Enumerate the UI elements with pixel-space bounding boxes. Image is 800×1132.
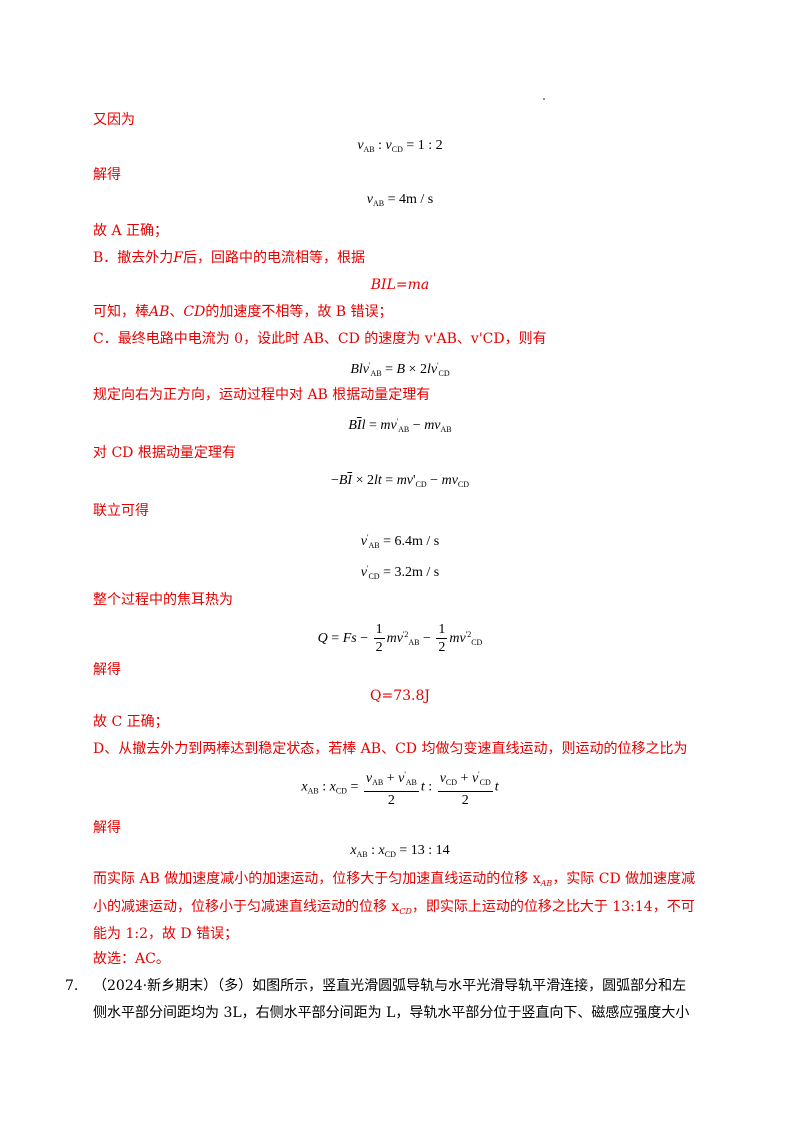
text-line: 故选：AC。 (93, 951, 170, 967)
result-q: Q=73.8J (370, 688, 430, 704)
question-text: （2024·新乡期末）（多）如图所示，竖直光滑圆弧导轨与水平光滑导轨平滑连接，圆… (93, 978, 687, 994)
equation-ratio-velocity: vAB : vCD = 1 : 2 (357, 138, 443, 154)
text-line: 联立可得 (93, 503, 149, 519)
text-line: 故 C 正确； (93, 714, 169, 730)
text-line: 而实际 AB 做加速度减小的加速运动，位移大于匀加速直线运动的位移 xAB，实际… (93, 871, 696, 888)
equation-momentum-cd: −BI × 2lt = mv'CD − mvCD (330, 473, 470, 489)
equation-momentum-ab: BIl = mv'AB − mvAB (348, 417, 452, 434)
text-line: 规定向右为正方向，运动过程中对 AB 根据动量定理有 (93, 387, 431, 403)
formula-bil: BIL=ma (370, 277, 430, 293)
text-line: 对 CD 根据动量定理有 (93, 445, 236, 461)
question-number: 7. (65, 978, 79, 994)
text-line: 能为 1:2，故 D 错误； (93, 926, 239, 942)
equation-vab: vAB = 4m / s (366, 192, 434, 208)
text-line: 可知，棒AB、CD的加速度不相等，故 B 错误； (93, 304, 393, 320)
question-text: 侧水平部分间距均为 3L，右侧水平部分间距为 L，导轨水平部分位于竖直向下、磁感… (93, 1005, 690, 1021)
text-line: C．最终电路中电流为 0，设此时 AB、CD 的速度为 v'AB、v'CD，则有 (93, 331, 547, 347)
text-line: 小的减速运动，位移小于匀减速直线运动的位移 xCD，即实际上运动的位移之比大于 … (93, 899, 695, 916)
text-line: 又因为 (93, 112, 135, 128)
text-line: 故 A 正确； (93, 223, 169, 239)
equation-displacement-result: xAB : xCD = 13 : 14 (350, 843, 450, 859)
text-line: D、从撤去外力到两棒达到稳定状态，若棒 AB、CD 均做匀变速直线运动，则运动的… (93, 741, 688, 757)
text-line: 解得 (93, 662, 121, 678)
text-line: 解得 (93, 820, 121, 836)
equation-vab-final: v'AB = 6.4m / s (360, 533, 440, 550)
page-mark (543, 98, 545, 100)
text-line: B．撤去外力F后，回路中的电流相等，根据 (93, 250, 366, 266)
text-line: 整个过程中的焦耳热为 (93, 592, 233, 608)
equation-vcd-final: v'CD = 3.2m / s (360, 564, 440, 581)
equation-final-current: Blv'AB = B × 2lv'CD (350, 361, 450, 378)
text-line: 解得 (93, 167, 121, 183)
